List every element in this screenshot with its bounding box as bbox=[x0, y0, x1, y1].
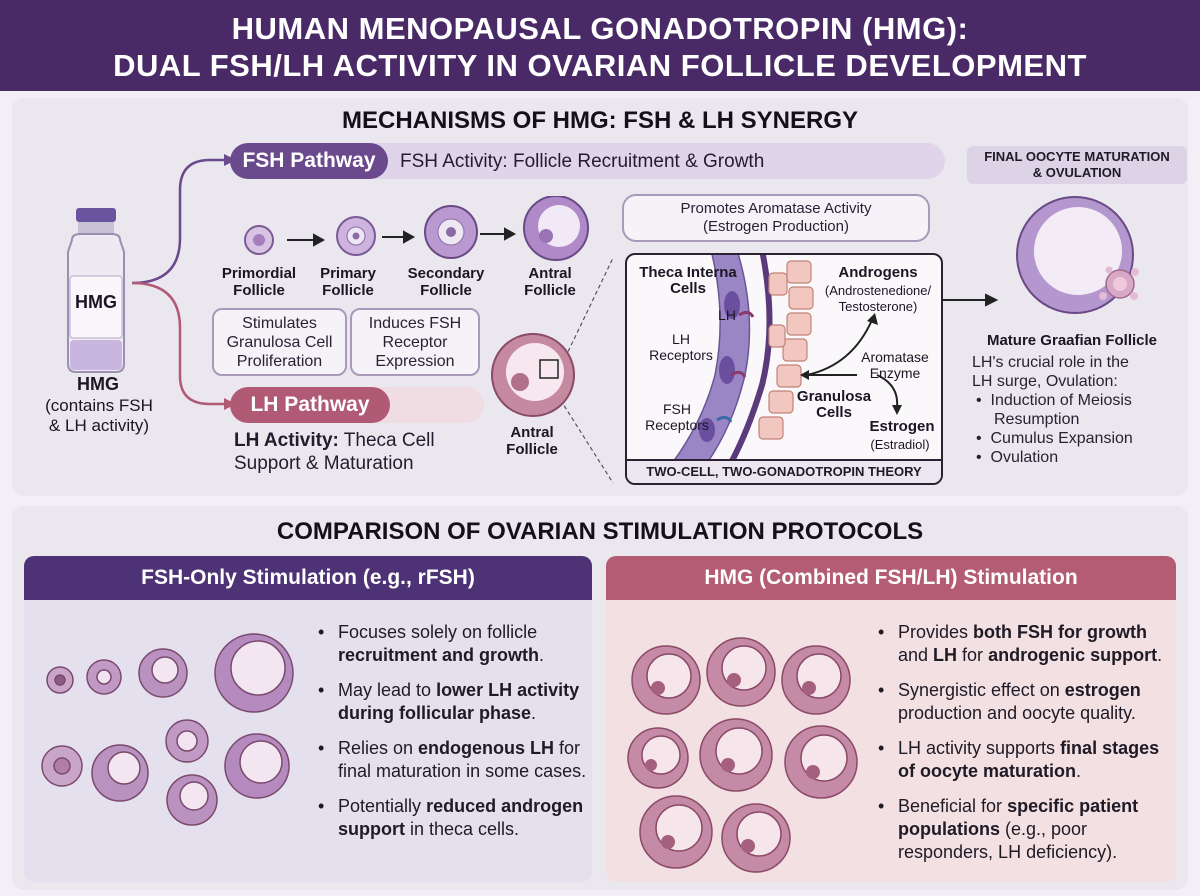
title-line-1: HUMAN MENOPAUSAL GONADOTROPIN (HMG): bbox=[231, 11, 969, 46]
comparison-title: COMPARISON OF OVARIAN STIMULATION PROTOC… bbox=[276, 518, 924, 545]
secondary-follicle-icon bbox=[424, 205, 478, 259]
hmg-combined-column: HMG (Combined FSH/LH) Stimulation Provid… bbox=[606, 556, 1176, 882]
hmg-point: LH activity supports final stages of ooc… bbox=[876, 737, 1172, 783]
hmg-point: Provides both FSH for growth and LH for … bbox=[876, 621, 1172, 667]
hmg-point: Beneficial for specific patient populati… bbox=[876, 795, 1172, 864]
fsh-only-point: May lead to lower LH activity during fol… bbox=[316, 679, 588, 725]
zoom-line-bottom bbox=[552, 387, 614, 484]
cell-layers-illustration bbox=[671, 255, 902, 463]
final-desc-2: LH surge, Ovulation: bbox=[972, 373, 1118, 390]
androgens-label: Androgens bbox=[838, 264, 918, 281]
estrogen-label: Estrogen bbox=[869, 418, 935, 435]
lh-small-label: LH bbox=[718, 307, 736, 323]
fsh-only-list: Focuses solely on follicle recruitment a… bbox=[316, 621, 588, 853]
lh-pathway-pill: LH Pathway bbox=[230, 387, 390, 423]
fsh-only-follicles-illustration bbox=[41, 633, 294, 826]
primordial-follicle-icon bbox=[244, 225, 274, 255]
hmg-vial-icon bbox=[67, 208, 125, 373]
primary-follicle-icon bbox=[336, 216, 376, 256]
mature-graafian-label: Mature Graafian Follicle bbox=[986, 332, 1158, 349]
hmg-title: HMG bbox=[77, 374, 119, 394]
header-banner: HUMAN MENOPAUSAL GONADOTROPIN (HMG): DUA… bbox=[0, 0, 1200, 91]
hmg-desc-1: (contains FSH bbox=[45, 396, 153, 415]
fsh-only-point: Relies on endogenous LH for final matura… bbox=[316, 737, 588, 783]
lh-receptor-icon bbox=[730, 370, 747, 378]
fsh-only-point: Potentially reduced androgen support in … bbox=[316, 795, 588, 841]
estrogen-arrow bbox=[876, 374, 899, 408]
pathway-connectors bbox=[131, 154, 999, 484]
final-bullet-1: • Induction of Meiosis bbox=[976, 392, 1132, 409]
final-bullet-3: • Ovulation bbox=[976, 449, 1059, 466]
fsh-only-header: FSH-Only Stimulation (e.g., rFSH) bbox=[24, 556, 592, 600]
fsh-pathway-pill: FSH Pathway bbox=[230, 143, 388, 179]
hmg-follicles-illustration bbox=[627, 637, 858, 873]
fsh-only-point: Focuses solely on follicle recruitment a… bbox=[316, 621, 588, 667]
aromatase-callout: Promotes Aromatase Activity(Estrogen Pro… bbox=[622, 194, 930, 242]
estradiol-label: (Estradiol) bbox=[870, 437, 930, 452]
antral-follicle-icon bbox=[523, 196, 589, 261]
hmg-desc-2: & LH activity) bbox=[48, 416, 150, 435]
final-maturation-box: FINAL OOCYTE MATURATION& OVULATION bbox=[967, 146, 1187, 184]
androgens-sub-label: (Androstenedione/Testosterone) bbox=[824, 283, 932, 314]
hmg-combined-header: HMG (Combined FSH/LH) Stimulation bbox=[606, 556, 1176, 600]
fsh-branch-line bbox=[131, 158, 224, 285]
fsh-only-column: FSH-Only Stimulation (e.g., rFSH) Focuse… bbox=[24, 556, 592, 882]
fsh-activity-text: FSH Activity: Follicle Recruitment & Gro… bbox=[400, 151, 765, 172]
lh-receptor-icon bbox=[738, 310, 755, 318]
vial-label: HMG bbox=[75, 292, 117, 312]
graafian-follicle-icon bbox=[1016, 196, 1139, 314]
follicle-progression bbox=[244, 196, 589, 261]
final-bullet-2: • Cumulus Expansion bbox=[976, 430, 1133, 447]
final-desc-1: LH's crucial role in the bbox=[972, 354, 1129, 371]
hmg-combined-list: Provides both FSH for growth and LH for … bbox=[876, 621, 1172, 876]
comparison-panel: COMPARISON OF OVARIAN STIMULATION PROTOC… bbox=[12, 506, 1188, 890]
lh-branch-line bbox=[131, 281, 224, 406]
mechanisms-title: MECHANISMS OF HMG: FSH & LH SYNERGY bbox=[341, 107, 858, 134]
antral-zoom-follicle-icon bbox=[491, 333, 575, 417]
androgen-arrow bbox=[806, 319, 873, 376]
mechanisms-panel: MECHANISMS OF HMG: FSH & LH SYNERGY bbox=[12, 98, 1188, 496]
progression-arrows bbox=[287, 227, 999, 307]
hmg-point: Synergistic effect on estrogen productio… bbox=[876, 679, 1172, 725]
fsh-receptor-icon bbox=[716, 415, 733, 423]
two-cell-caption: TWO-CELL, TWO-GONADOTROPIN THEORY bbox=[627, 459, 941, 483]
final-bullet-1-cont: Resumption bbox=[994, 411, 1080, 428]
title-line-2: DUAL FSH/LH ACTIVITY IN OVARIAN FOLLICLE… bbox=[113, 48, 1087, 83]
